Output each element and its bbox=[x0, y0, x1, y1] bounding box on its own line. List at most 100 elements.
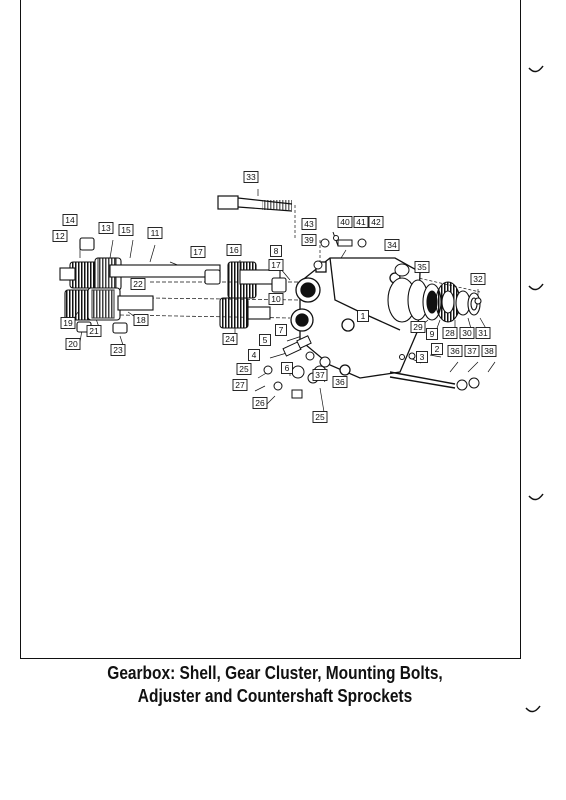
callout-1: 1 bbox=[357, 310, 369, 322]
callout-28: 28 bbox=[442, 327, 458, 339]
callout-number: 31 bbox=[478, 328, 488, 338]
callout-number: 23 bbox=[113, 345, 123, 355]
callout-number: 37 bbox=[315, 370, 325, 380]
gear-cluster bbox=[59, 237, 221, 334]
callout-16: 16 bbox=[226, 244, 242, 256]
callout-number: 32 bbox=[473, 274, 483, 284]
callout-37a: 37 bbox=[464, 345, 480, 357]
callout-19: 19 bbox=[60, 317, 76, 329]
callout-31: 31 bbox=[475, 327, 491, 339]
callout-43: 43 bbox=[301, 218, 317, 230]
margin-mark-4 bbox=[525, 705, 541, 713]
callout-number: 5 bbox=[263, 335, 268, 345]
callout-number: 27 bbox=[235, 380, 245, 390]
callout-27: 27 bbox=[232, 379, 248, 391]
callout-25a: 25 bbox=[236, 363, 252, 375]
callout-number: 42 bbox=[371, 217, 381, 227]
callout-39: 39 bbox=[301, 234, 317, 246]
callout-12: 12 bbox=[52, 230, 68, 242]
callout-number: 10 bbox=[271, 294, 281, 304]
callout-6: 6 bbox=[281, 362, 293, 374]
callout-32: 32 bbox=[470, 273, 486, 285]
callout-number: 36 bbox=[335, 377, 345, 387]
callout-number: 8 bbox=[274, 246, 279, 256]
callout-24: 24 bbox=[222, 333, 238, 345]
callout-7: 7 bbox=[275, 324, 287, 336]
callout-26: 26 bbox=[252, 397, 268, 409]
callout-number: 37 bbox=[467, 346, 477, 356]
callout-number: 30 bbox=[462, 328, 472, 338]
callout-number: 9 bbox=[430, 329, 435, 339]
callout-13: 13 bbox=[98, 222, 114, 234]
callout-2: 2 bbox=[431, 343, 443, 355]
callout-21: 21 bbox=[86, 325, 102, 337]
callout-17b: 17 bbox=[268, 259, 284, 271]
callout-33: 33 bbox=[243, 171, 259, 183]
callout-number: 40 bbox=[340, 217, 350, 227]
callout-number: 14 bbox=[65, 215, 75, 225]
margin-mark-1 bbox=[528, 65, 544, 73]
callout-number: 12 bbox=[55, 231, 65, 241]
callout-40: 40 bbox=[337, 216, 353, 228]
callout-number: 3 bbox=[420, 352, 425, 362]
callout-number: 18 bbox=[136, 315, 146, 325]
callout-29: 29 bbox=[410, 321, 426, 333]
callout-34: 34 bbox=[384, 239, 400, 251]
callout-36b: 36 bbox=[332, 376, 348, 388]
callout-37b: 37 bbox=[312, 369, 328, 381]
callout-number: 41 bbox=[356, 217, 366, 227]
callout-number: 36 bbox=[450, 346, 460, 356]
callout-number: 25 bbox=[239, 364, 249, 374]
callout-30: 30 bbox=[459, 327, 475, 339]
callout-number: 33 bbox=[246, 172, 256, 182]
countershaft-sprocket bbox=[387, 277, 482, 323]
callout-38: 38 bbox=[481, 345, 497, 357]
callout-number: 13 bbox=[101, 223, 111, 233]
callout-18: 18 bbox=[133, 314, 149, 326]
callout-11: 11 bbox=[147, 227, 163, 239]
callout-number: 22 bbox=[133, 279, 143, 289]
callout-number: 15 bbox=[121, 225, 131, 235]
callout-8: 8 bbox=[270, 245, 282, 257]
callout-23: 23 bbox=[110, 344, 126, 356]
drawing-frame bbox=[20, 0, 521, 659]
callout-3: 3 bbox=[416, 351, 428, 363]
callout-number: 21 bbox=[89, 326, 99, 336]
caption-line-1: Gearbox: Shell, Gear Cluster, Mounting B… bbox=[107, 663, 443, 683]
callout-number: 35 bbox=[417, 262, 427, 272]
callout-number: 39 bbox=[304, 235, 314, 245]
callout-number: 38 bbox=[484, 346, 494, 356]
callout-4: 4 bbox=[248, 349, 260, 361]
callout-17a: 17 bbox=[190, 246, 206, 258]
callout-10: 10 bbox=[268, 293, 284, 305]
callout-9: 9 bbox=[426, 328, 438, 340]
middle-gears bbox=[204, 261, 287, 329]
figure-caption: Gearbox: Shell, Gear Cluster, Mounting B… bbox=[73, 662, 477, 708]
callout-number: 24 bbox=[225, 334, 235, 344]
margin-mark-2 bbox=[528, 283, 544, 291]
callout-42: 42 bbox=[368, 216, 384, 228]
callout-number: 19 bbox=[63, 318, 73, 328]
callout-41: 41 bbox=[353, 216, 369, 228]
callout-number: 11 bbox=[151, 228, 160, 238]
callout-number: 16 bbox=[229, 245, 239, 255]
callout-number: 7 bbox=[279, 325, 284, 335]
callout-number: 17 bbox=[193, 247, 203, 257]
callout-20: 20 bbox=[65, 338, 81, 350]
callout-14: 14 bbox=[62, 214, 78, 226]
callout-number: 1 bbox=[361, 311, 366, 321]
callout-number: 29 bbox=[413, 322, 423, 332]
caption-line-2: Adjuster and Countershaft Sprockets bbox=[137, 686, 413, 706]
callout-35: 35 bbox=[414, 261, 430, 273]
callout-number: 28 bbox=[445, 328, 455, 338]
callout-number: 20 bbox=[68, 339, 78, 349]
callout-36a: 36 bbox=[447, 345, 463, 357]
callout-number: 26 bbox=[255, 398, 265, 408]
callout-5: 5 bbox=[259, 334, 271, 346]
callout-number: 2 bbox=[435, 344, 440, 354]
callout-number: 4 bbox=[252, 350, 257, 360]
callout-number: 43 bbox=[304, 219, 314, 229]
callout-number: 25 bbox=[315, 412, 325, 422]
